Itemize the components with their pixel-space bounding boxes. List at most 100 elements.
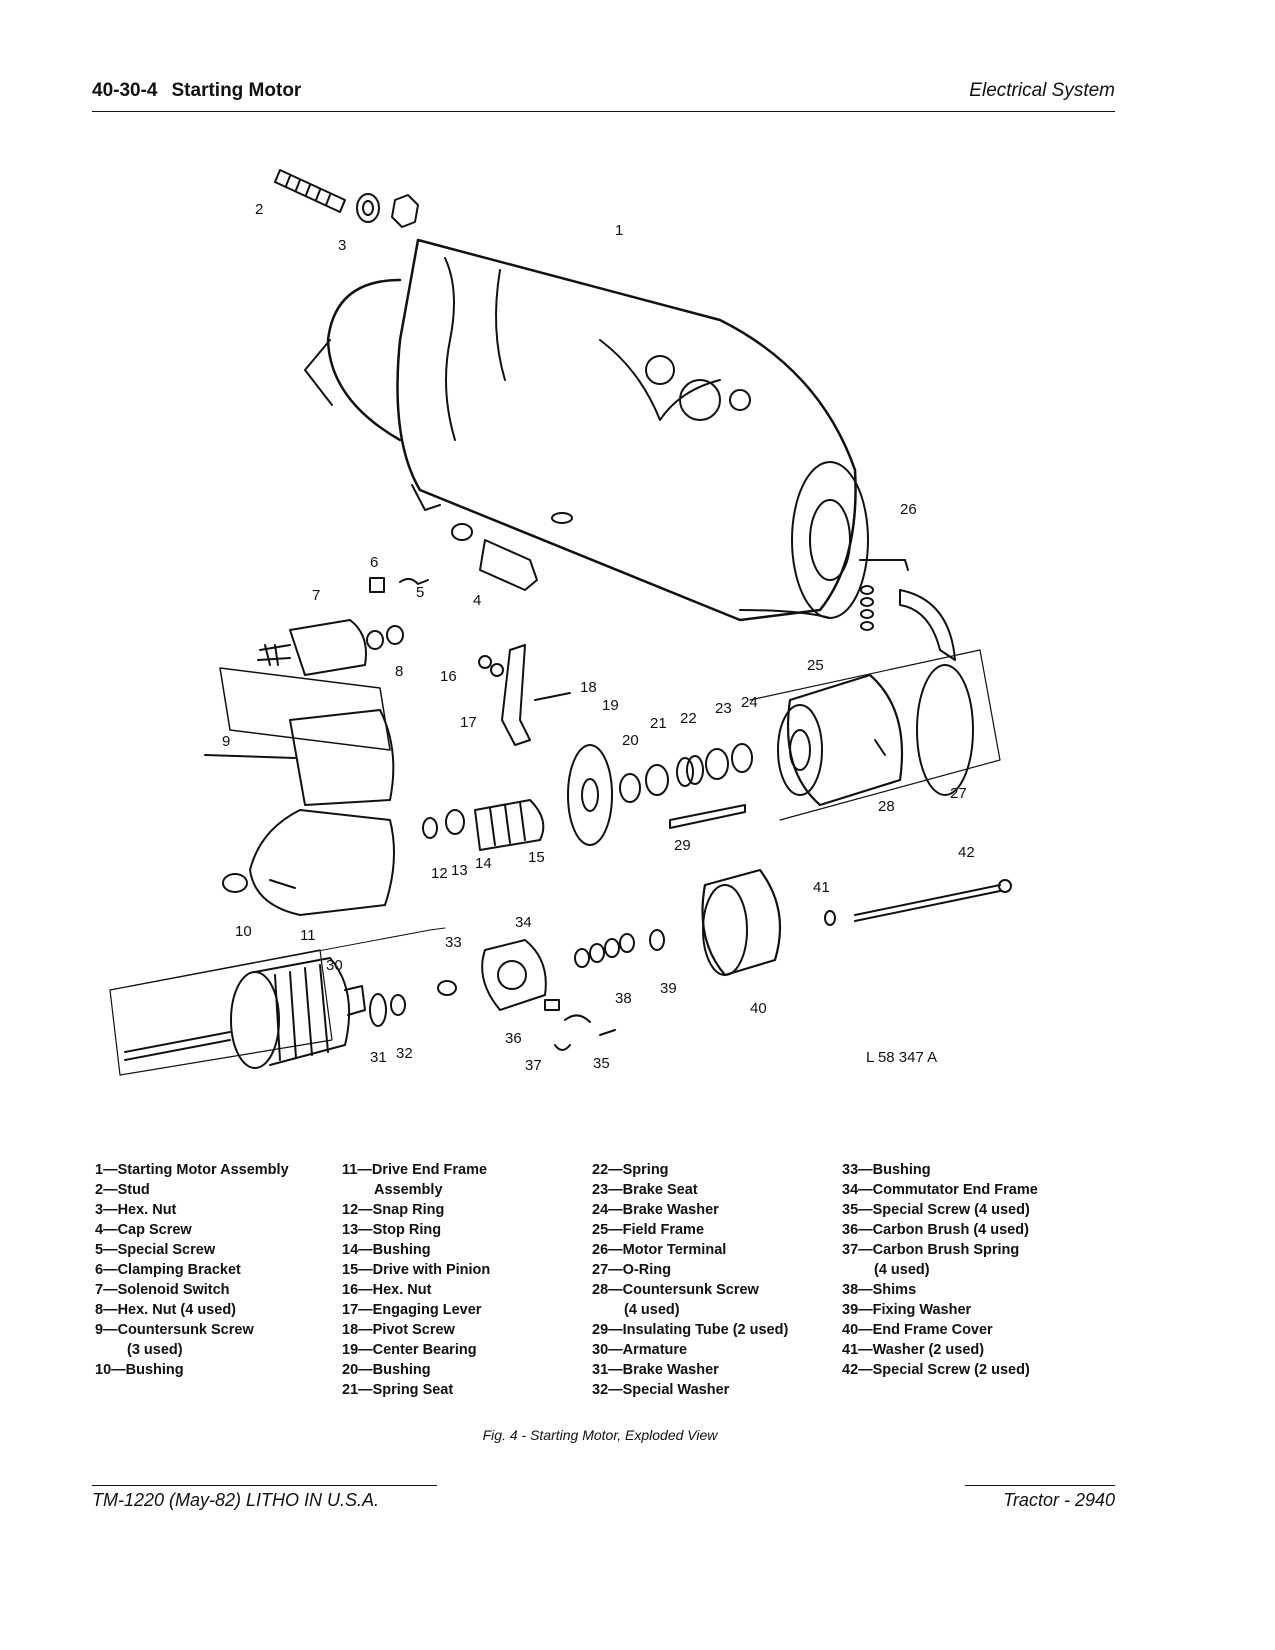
- legend-item: 19—Center Bearing: [342, 1342, 477, 1358]
- legend-column-3: 22—Spring 23—Brake Seat 24—Brake Washer …: [592, 1160, 788, 1400]
- page-header-left: 40-30-4 Starting Motor: [92, 80, 301, 102]
- callout-10: 10: [235, 923, 252, 940]
- legend-item: 29—Insulating Tube (2 used): [592, 1322, 789, 1338]
- legend-item: 3—Hex. Nut: [95, 1202, 177, 1218]
- callout-11: 11: [300, 927, 316, 944]
- legend-item: 35—Special Screw (4 used): [842, 1202, 1030, 1218]
- hex-nut-drawing: [356, 193, 419, 228]
- callout-16: 16: [440, 668, 457, 685]
- callout-19: 19: [602, 697, 619, 714]
- legend-item: 28—Countersunk Screw: [592, 1282, 759, 1298]
- callout-2: 2: [255, 201, 263, 218]
- special-screw-drawing: [824, 879, 1012, 926]
- legend-item: 42—Special Screw (2 used): [842, 1362, 1030, 1378]
- callout-14: 14: [475, 855, 492, 872]
- drawing-id: L 58 347 A: [866, 1049, 937, 1066]
- exploded-view-drawing: 1 2 3 4 5 6 7 8 9 10 11 12 13 14 15 16 1…: [109, 169, 1012, 1076]
- callout-labels: 1 2 3 4 5 6 7 8 9 10 11 12 13 14 15 16 1…: [222, 201, 975, 1074]
- legend-column-4: 33—Bushing 34—Commutator End Frame 35—Sp…: [842, 1160, 1038, 1380]
- legend-item: 40—End Frame Cover: [842, 1322, 993, 1338]
- legend-item: 8—Hex. Nut (4 used): [95, 1302, 236, 1318]
- callout-7: 7: [312, 587, 320, 604]
- legend-item: 39—Fixing Washer: [842, 1302, 972, 1318]
- legend-item: 9—Countersunk Screw: [95, 1322, 254, 1338]
- section-number: 40-30-4: [92, 80, 158, 101]
- clamping-bracket-drawing: [369, 577, 429, 593]
- callout-13: 13: [451, 862, 468, 879]
- callout-42: 42: [958, 844, 975, 861]
- drive-pinion-drawing: [422, 799, 545, 851]
- chapter-title: Electrical System: [969, 80, 1115, 101]
- legend-item: 14—Bushing: [342, 1242, 431, 1258]
- callout-5: 5: [416, 584, 424, 601]
- legend-item: (3 used): [127, 1342, 183, 1358]
- footer-rule-left: [92, 1485, 437, 1486]
- callout-3: 3: [338, 237, 346, 254]
- callout-32: 32: [396, 1045, 413, 1062]
- figure-caption: Fig. 4 - Starting Motor, Exploded View: [482, 1427, 718, 1443]
- callout-29: 29: [674, 837, 691, 854]
- assembly-guide-lines: [109, 927, 446, 991]
- parts-legend: 1—Starting Motor Assembly 2—Stud 3—Hex. …: [95, 1160, 1115, 1420]
- legend-item: 12—Snap Ring: [342, 1202, 445, 1218]
- callout-37: 37: [525, 1057, 542, 1074]
- legend-item: 21—Spring Seat: [342, 1382, 454, 1398]
- callout-1: 1: [615, 222, 623, 239]
- legend-item: 27—O-Ring: [592, 1262, 671, 1278]
- legend-item: 18—Pivot Screw: [342, 1322, 455, 1338]
- callout-33: 33: [445, 934, 462, 951]
- legend-item: 25—Field Frame: [592, 1222, 705, 1238]
- end-frame-cover-drawing: [701, 868, 782, 977]
- legend-item: 38—Shims: [842, 1282, 917, 1298]
- callout-20: 20: [622, 732, 639, 749]
- callout-31: 31: [370, 1049, 387, 1066]
- legend-item: (4 used): [874, 1262, 930, 1278]
- callout-27: 27: [950, 785, 967, 802]
- callout-25: 25: [807, 657, 824, 674]
- callout-23: 23: [715, 700, 732, 717]
- callout-17: 17: [460, 714, 477, 731]
- legend-item: 34—Commutator End Frame: [842, 1182, 1038, 1198]
- legend-item: 16—Hex. Nut: [342, 1282, 432, 1298]
- field-frame-drawing: [749, 559, 1001, 821]
- armature-drawing: [109, 949, 366, 1076]
- legend-item: 32—Special Washer: [592, 1382, 730, 1398]
- callout-22: 22: [680, 710, 697, 727]
- callout-41: 41: [813, 879, 830, 896]
- callout-30: 30: [326, 957, 343, 974]
- footer-manual-id: TM-1220 (May-82) LITHO IN U.S.A.: [92, 1490, 380, 1510]
- legend-item: 11—Drive End Frame: [342, 1162, 488, 1178]
- starting-motor-assembly-drawing: [304, 238, 869, 622]
- legend-item: 37—Carbon Brush Spring: [842, 1242, 1020, 1258]
- section-title: Starting Motor: [171, 80, 302, 101]
- callout-9: 9: [222, 733, 230, 750]
- callout-6: 6: [370, 554, 378, 571]
- callout-12: 12: [431, 865, 448, 882]
- drive-end-frame-drawing: [204, 667, 395, 916]
- legend-item: 36—Carbon Brush (4 used): [842, 1222, 1029, 1238]
- exploded-view-figure: 1 2 3 4 5 6 7 8 9 10 11 12 13 14 15 16 1…: [100, 140, 1100, 1120]
- cap-screw-drawing: [451, 523, 538, 591]
- legend-item: 24—Brake Washer: [592, 1202, 719, 1218]
- callout-8: 8: [395, 663, 403, 680]
- footer-rule-right: [965, 1485, 1115, 1486]
- legend-item: 33—Bushing: [842, 1162, 931, 1178]
- legend-item: 2—Stud: [95, 1182, 150, 1198]
- brake-washer-drawing: [369, 993, 406, 1027]
- callout-39: 39: [660, 980, 677, 997]
- callout-36: 36: [505, 1030, 522, 1047]
- legend-item: 7—Solenoid Switch: [95, 1282, 230, 1298]
- header-rule: [92, 111, 1115, 112]
- legend-item: 1—Starting Motor Assembly: [95, 1162, 289, 1178]
- footer-model: Tractor - 2940: [1003, 1490, 1115, 1510]
- callout-35: 35: [593, 1055, 610, 1072]
- callout-40: 40: [750, 1000, 767, 1017]
- callout-18: 18: [580, 679, 597, 696]
- legend-item: 41—Washer (2 used): [842, 1342, 985, 1358]
- callout-34: 34: [515, 914, 532, 931]
- legend-item: 23—Brake Seat: [592, 1182, 698, 1198]
- legend-item: Assembly: [374, 1182, 443, 1198]
- legend-item: 10—Bushing: [95, 1362, 184, 1378]
- legend-item: 22—Spring: [592, 1162, 669, 1178]
- legend-item: 5—Special Screw: [95, 1242, 216, 1258]
